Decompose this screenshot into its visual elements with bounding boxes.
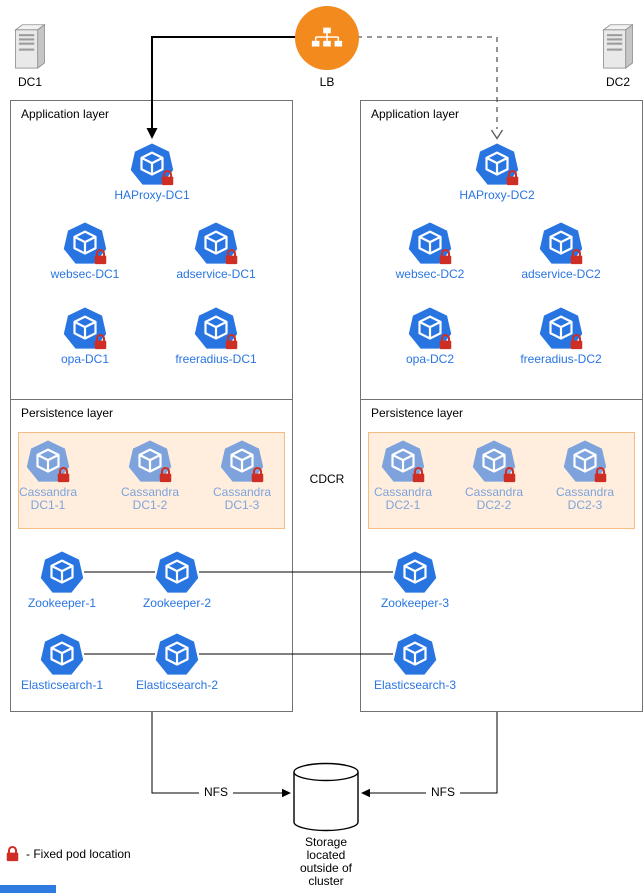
lock-icon <box>570 248 583 265</box>
pod-label: Elasticsearch-1 <box>20 678 104 692</box>
load-balancer-icon <box>295 6 359 70</box>
pod-label: websec-DC1 <box>50 267 120 281</box>
network-tree-icon <box>310 27 344 49</box>
pod-label: Zookeeper-3 <box>380 596 450 610</box>
dc1-nfs-line <box>151 712 289 794</box>
dc2-nfs-arrowhead <box>361 788 370 798</box>
server-icon <box>13 22 47 70</box>
pod-cassandra-dc1-1: Cassandra DC1-1 <box>0 440 103 512</box>
lock-icon <box>94 333 107 350</box>
kubernetes-pod-icon <box>155 633 199 675</box>
layer-title: Application layer <box>371 107 460 121</box>
pod-label: opa-DC2 <box>405 352 455 366</box>
pod-adservice-dc1: adservice-DC1 <box>161 222 271 281</box>
pod-label: opa-DC1 <box>60 352 110 366</box>
lock-icon <box>570 333 583 350</box>
dc1-nfs-arrowhead <box>282 788 291 798</box>
pod-label: websec-DC2 <box>395 267 465 281</box>
pod-elasticsearch-1: Elasticsearch-1 <box>7 633 117 692</box>
pod-freeradius-dc2: freeradius-DC2 <box>506 307 616 366</box>
pod-haproxy-dc2: HAProxy-DC2 <box>442 143 552 202</box>
lock-icon <box>412 466 425 483</box>
pod-haproxy-dc1: HAProxy-DC1 <box>97 143 207 202</box>
kubernetes-pod-icon <box>40 551 84 593</box>
pod-label: Cassandra DC1-2 <box>120 485 180 512</box>
pod-label: Zookeeper-2 <box>142 596 212 610</box>
pod-label: adservice-DC2 <box>521 267 601 281</box>
kubernetes-pod-icon <box>155 551 199 593</box>
layer-title: Persistence layer <box>21 406 114 420</box>
lock-icon <box>225 248 238 265</box>
lb-label: LB <box>319 75 335 89</box>
pod-cassandra-dc1-3: Cassandra DC1-3 <box>187 440 297 512</box>
pod-elasticsearch-2: Elasticsearch-2 <box>122 633 232 692</box>
dc1-server-node: DC1 <box>4 22 56 89</box>
pod-zookeeper-1: Zookeeper-1 <box>7 551 117 610</box>
lock-icon <box>439 248 452 265</box>
storage-label: Storage located outside of cluster <box>299 835 353 888</box>
lock-icon <box>159 466 172 483</box>
lock-icon <box>506 169 519 186</box>
pod-label: Elasticsearch-3 <box>373 678 457 692</box>
dc1-label: DC1 <box>17 75 42 89</box>
dc2-label: DC2 <box>605 75 630 89</box>
pod-adservice-dc2: adservice-DC2 <box>506 222 616 281</box>
pod-cassandra-dc2-3: Cassandra DC2-3 <box>530 440 640 512</box>
pod-label: Cassandra DC1-3 <box>212 485 272 512</box>
pod-label: Cassandra DC2-1 <box>373 485 433 512</box>
layer-title: Persistence layer <box>371 406 464 420</box>
lock-icon <box>439 333 452 350</box>
lock-icon <box>57 466 70 483</box>
pod-label: HAProxy-DC1 <box>114 188 190 202</box>
bottom-left-blue-strip <box>0 885 56 893</box>
layer-title: Application layer <box>21 107 110 121</box>
pod-label: HAProxy-DC2 <box>459 188 535 202</box>
lock-icon <box>594 466 607 483</box>
pod-label: Zookeeper-1 <box>27 596 97 610</box>
lock-icon <box>251 466 264 483</box>
lock-icon <box>6 845 19 862</box>
cdcr-label: CDCR <box>309 472 345 486</box>
legend-fixed-pod: - Fixed pod location <box>6 845 131 862</box>
pod-label: Cassandra DC2-3 <box>555 485 615 512</box>
kubernetes-pod-icon <box>393 633 437 675</box>
kubernetes-pod-icon <box>393 551 437 593</box>
pod-label: freeradius-DC1 <box>175 352 257 366</box>
pod-label: Cassandra DC2-2 <box>464 485 524 512</box>
pod-zookeeper-3: Zookeeper-3 <box>360 551 470 610</box>
pod-websec-dc2: websec-DC2 <box>375 222 485 281</box>
pod-label: Elasticsearch-2 <box>135 678 219 692</box>
pod-cassandra-dc2-2: Cassandra DC2-2 <box>439 440 549 512</box>
nfs-label-left: NFS <box>199 786 233 799</box>
pod-label: Cassandra DC1-1 <box>18 485 78 512</box>
legend-text: - Fixed pod location <box>26 846 131 861</box>
pod-label: adservice-DC1 <box>176 267 256 281</box>
load-balancer-node: LB <box>295 6 359 89</box>
pod-opa-dc1: opa-DC1 <box>30 307 140 366</box>
lock-icon <box>503 466 516 483</box>
pod-elasticsearch-3: Elasticsearch-3 <box>360 633 470 692</box>
pod-cassandra-dc2-1: Cassandra DC2-1 <box>348 440 458 512</box>
pod-cassandra-dc1-2: Cassandra DC1-2 <box>95 440 205 512</box>
pod-opa-dc2: opa-DC2 <box>375 307 485 366</box>
dc2-server-node: DC2 <box>594 22 642 89</box>
kubernetes-pod-icon <box>40 633 84 675</box>
lock-icon <box>161 169 174 186</box>
pod-websec-dc1: websec-DC1 <box>30 222 140 281</box>
lock-icon <box>225 333 238 350</box>
database-cylinder-icon <box>293 762 359 832</box>
pod-label: freeradius-DC2 <box>520 352 602 366</box>
server-icon <box>601 22 635 70</box>
pod-zookeeper-2: Zookeeper-2 <box>122 551 232 610</box>
pod-freeradius-dc1: freeradius-DC1 <box>161 307 271 366</box>
nfs-label-right: NFS <box>426 786 460 799</box>
dc2-nfs-line <box>363 712 498 794</box>
lock-icon <box>94 248 107 265</box>
